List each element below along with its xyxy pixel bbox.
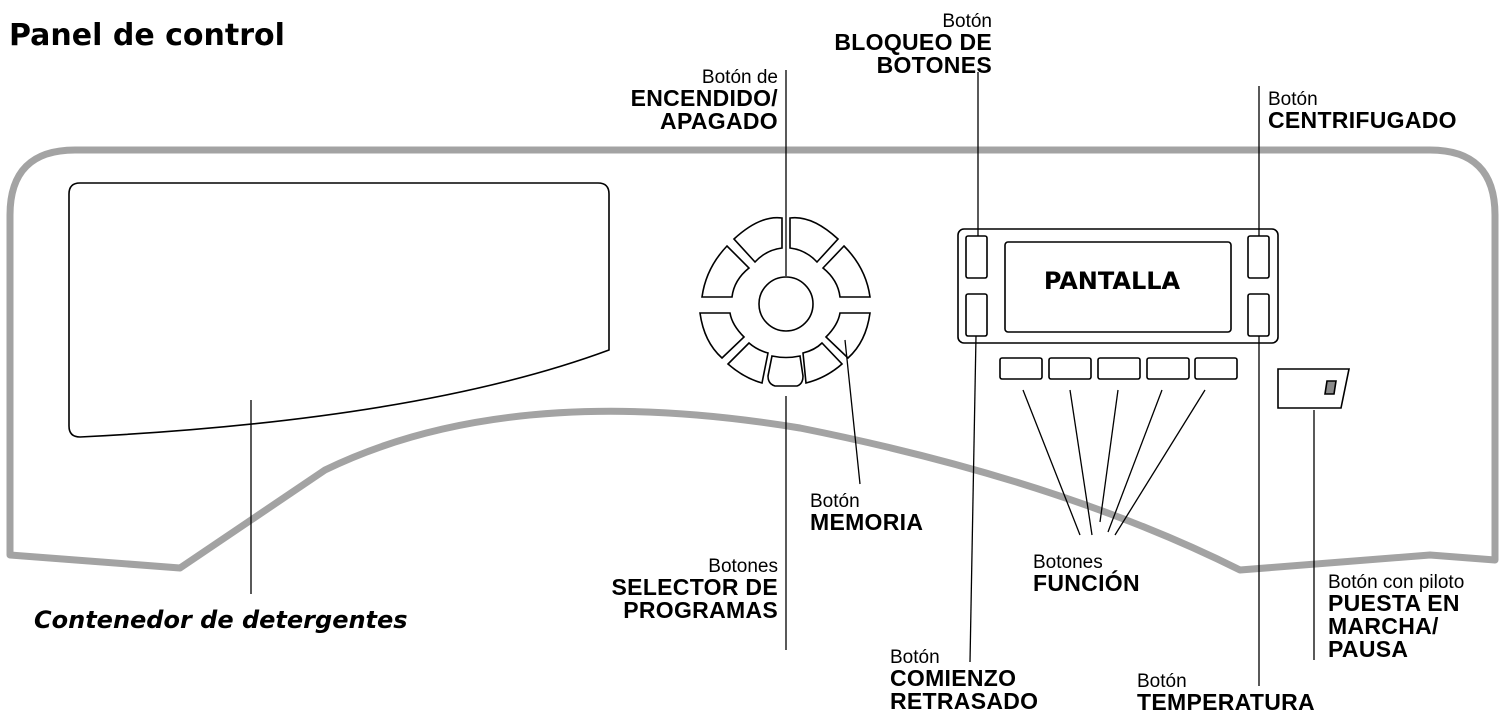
label-function: Botones FUNCIÓN — [1033, 553, 1140, 595]
label-function-line1: FUNCIÓN — [1033, 570, 1140, 596]
program-selector-dial — [699, 216, 871, 387]
selector-segment — [824, 312, 871, 360]
leader-function — [1022, 389, 1081, 536]
label-power: Botón de ENCENDIDO/ APAGADO — [631, 68, 778, 133]
lock-button — [965, 235, 988, 279]
delay-start-button — [965, 293, 988, 337]
label-delay-line2: RETRASADO — [890, 688, 1039, 714]
label-spin-small: Botón — [1268, 89, 1318, 110]
leader-function — [1107, 389, 1163, 533]
start-pause-button — [1277, 368, 1350, 409]
label-start-line2: MARCHA/ — [1328, 613, 1439, 639]
function-button — [1048, 357, 1092, 380]
label-spin: Botón CENTRIFUGADO — [1268, 90, 1457, 132]
leader-memory — [844, 339, 861, 485]
function-button — [1194, 357, 1238, 380]
selector-segment — [701, 244, 751, 298]
label-selector-small: Botones — [708, 556, 778, 577]
label-temperature-line1: TEMPERATURA — [1137, 689, 1315, 715]
label-delay: Botón COMIENZO RETRASADO — [890, 648, 1038, 713]
label-lock-small: Botón — [942, 11, 992, 32]
label-temperature-small: Botón — [1137, 671, 1187, 692]
power-knob — [758, 276, 814, 332]
spin-button — [1247, 235, 1270, 279]
detergent-drawer — [68, 182, 610, 438]
leader-function — [1114, 389, 1206, 536]
function-button — [1146, 357, 1190, 380]
temperature-button — [1247, 293, 1270, 337]
label-lock-line1: BLOQUEO DE — [834, 29, 992, 55]
leader-function — [1069, 389, 1093, 536]
selector-segment — [767, 355, 804, 387]
leader-delay — [969, 335, 977, 663]
label-selector-line2: PROGRAMAS — [623, 597, 778, 623]
label-delay-line1: COMIENZO — [890, 665, 1017, 691]
function-button — [1097, 357, 1141, 380]
label-lock-line2: BOTONES — [876, 52, 992, 78]
panel-outline — [6, 146, 1499, 574]
selector-segment — [699, 312, 746, 360]
selector-segment — [821, 244, 871, 298]
label-dispenser: Contenedor de detergentes — [34, 606, 408, 634]
label-start-line1: PUESTA EN — [1328, 590, 1460, 616]
page-title: Panel de control — [9, 18, 285, 53]
label-selector-line1: SELECTOR DE — [611, 574, 778, 600]
label-start-small: Botón con piloto — [1328, 572, 1465, 593]
pilot-light — [1324, 380, 1337, 395]
display-module — [957, 228, 1279, 344]
label-spin-line1: CENTRIFUGADO — [1268, 107, 1457, 133]
label-function-small: Botones — [1033, 552, 1103, 573]
label-power-line2: APAGADO — [660, 108, 778, 134]
label-start-line3: PAUSA — [1328, 636, 1409, 662]
selector-segment — [726, 341, 769, 385]
function-buttons — [999, 357, 1238, 380]
label-memory: Botón MEMORIA — [810, 492, 923, 534]
leader-lines — [250, 70, 1315, 686]
selector-segment — [732, 216, 783, 264]
selector-segment — [789, 216, 840, 264]
label-temperature: Botón TEMPERATURA — [1137, 672, 1315, 714]
label-power-small: Botón de — [701, 67, 778, 88]
label-selector: Botones SELECTOR DE PROGRAMAS — [612, 557, 778, 622]
display-module-frame — [957, 228, 1279, 344]
label-memory-small: Botón — [810, 491, 860, 512]
label-memory-line1: MEMORIA — [810, 509, 924, 535]
label-delay-small: Botón — [890, 647, 940, 668]
label-start: Botón con piloto PUESTA EN MARCHA/ PAUSA — [1328, 573, 1464, 661]
selector-segment — [802, 341, 844, 385]
display-screen — [1004, 241, 1232, 333]
label-lock: Botón BLOQUEO DE BOTONES — [834, 12, 992, 77]
leader-function — [1099, 389, 1119, 523]
function-button — [999, 357, 1043, 380]
label-power-line1: ENCENDIDO/ — [630, 85, 778, 111]
display-label: PANTALLA — [1044, 267, 1181, 295]
